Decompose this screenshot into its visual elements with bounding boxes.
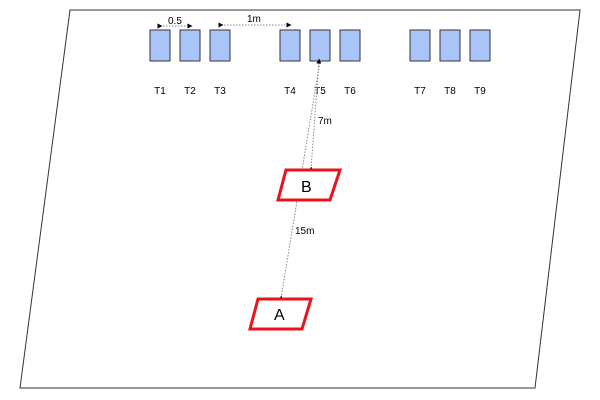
zone-b (276, 168, 343, 202)
table-t3 (209, 29, 231, 62)
table-t2 (179, 29, 201, 62)
distance-line-b-t5 (308, 58, 322, 172)
table-t4 (279, 29, 301, 62)
table-t5 (309, 29, 331, 62)
table-label: T7 (414, 86, 426, 97)
table-label: T1 (154, 86, 166, 97)
zone-a-label: A (274, 307, 285, 324)
table-t8 (439, 29, 461, 62)
table-t9 (469, 29, 491, 62)
table-label: T3 (214, 86, 226, 97)
distance-label-b-t5: 7m (318, 116, 332, 127)
table-label: T8 (444, 86, 456, 97)
table-label: T9 (474, 86, 486, 97)
gap-label-half-meter: 0.5 (168, 16, 182, 27)
zone-a (248, 297, 314, 331)
table-label: T4 (284, 86, 296, 97)
table-label: T6 (344, 86, 356, 97)
table-t7 (409, 29, 431, 62)
zone-b-label: B (301, 179, 312, 196)
distance-label-a-t5: 15m (295, 226, 314, 237)
table-label: T2 (184, 86, 196, 97)
table-t1 (149, 29, 171, 62)
gap-label-one-meter: 1m (247, 14, 261, 25)
table-t6 (339, 29, 361, 62)
